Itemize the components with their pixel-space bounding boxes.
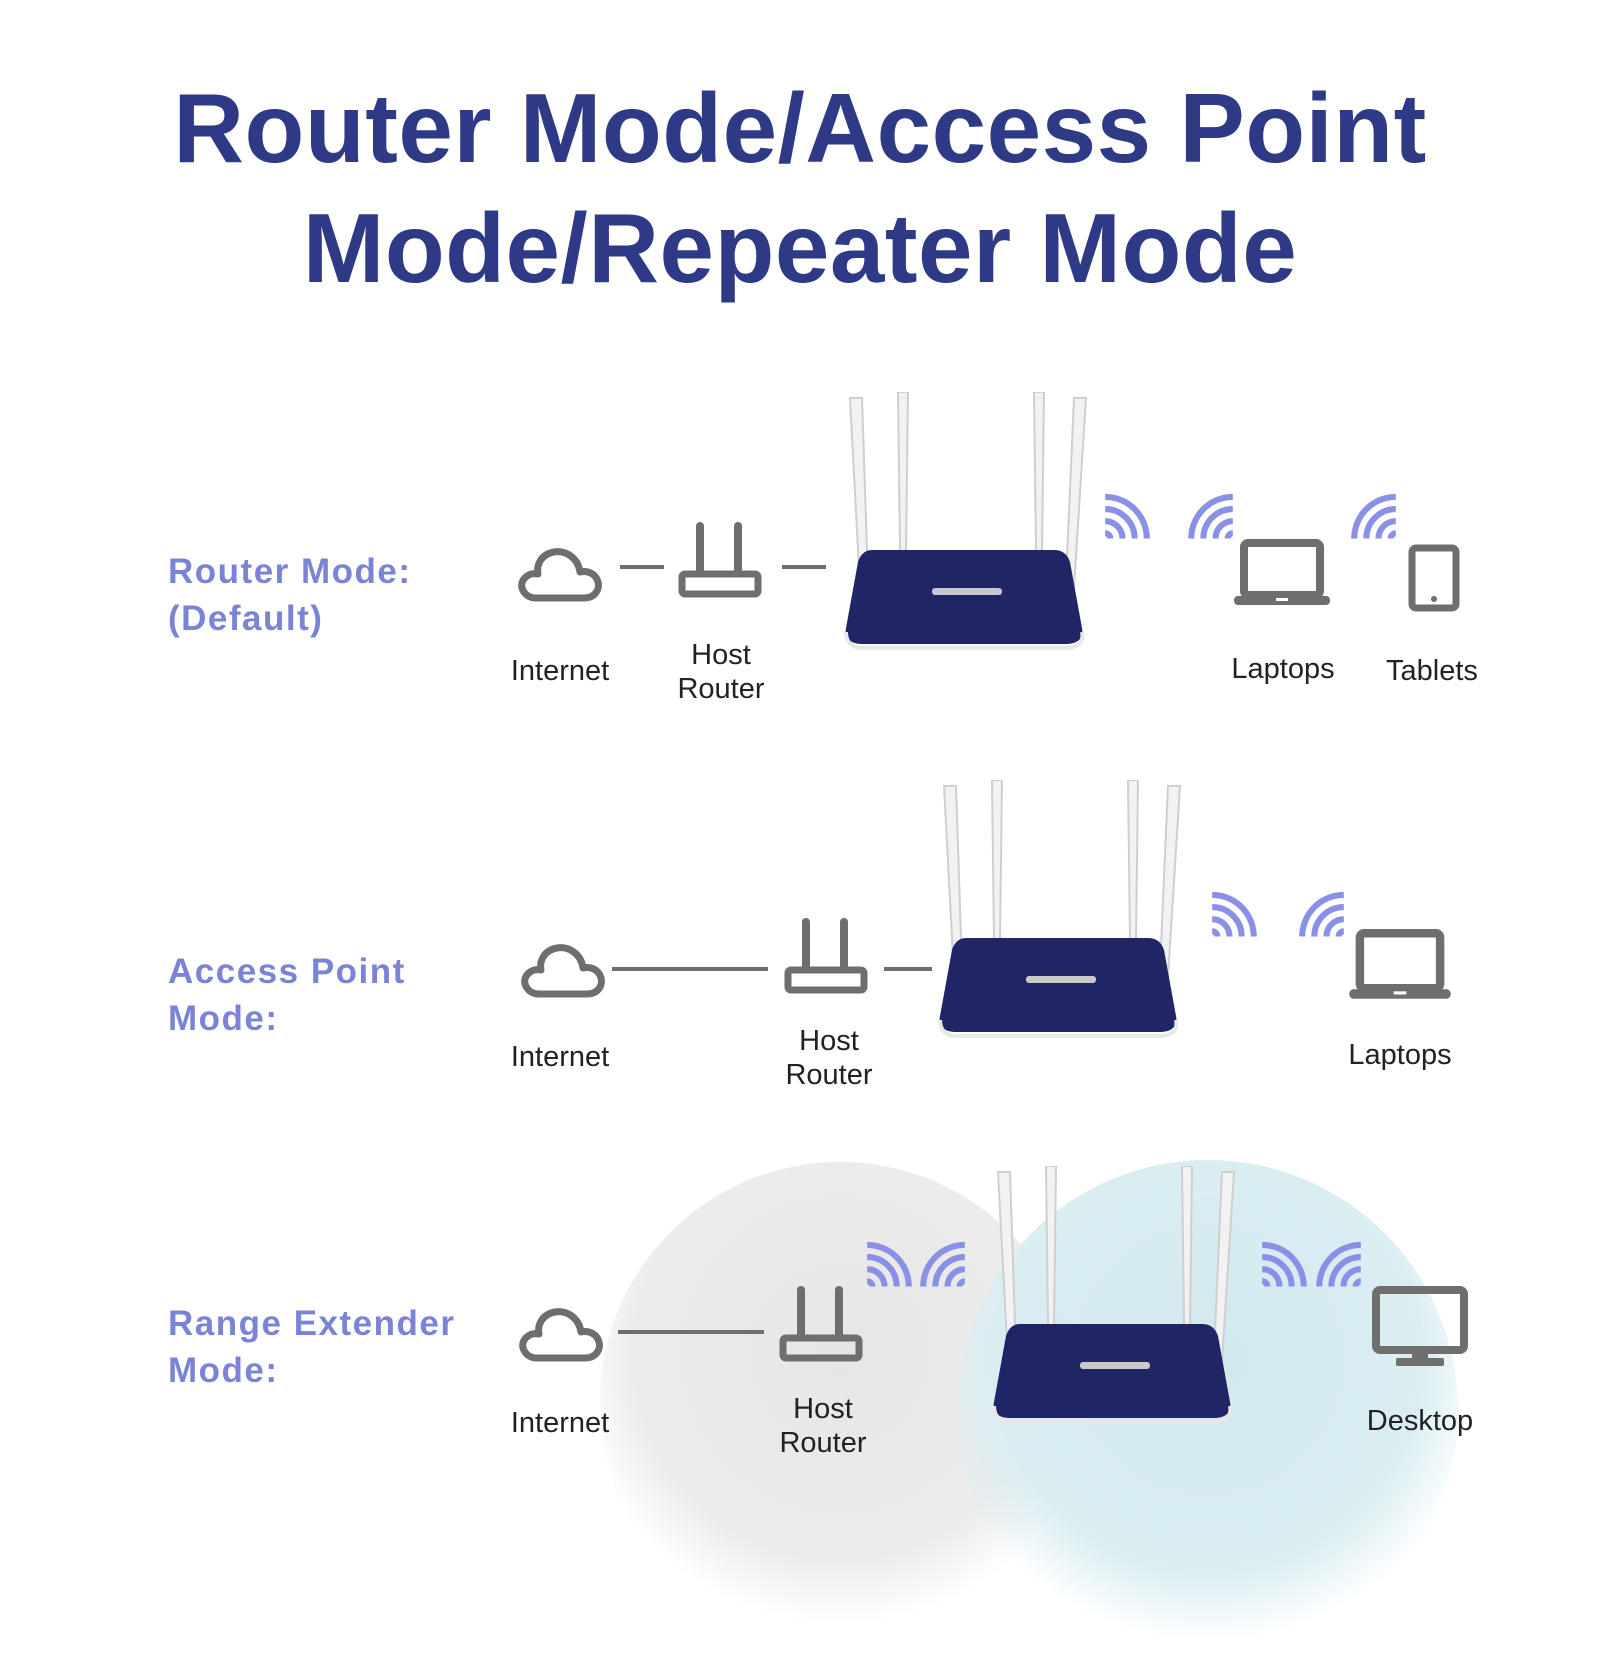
title-line-1: Router Mode/Access Point xyxy=(173,73,1427,183)
wifi-signal-icon xyxy=(1297,888,1349,940)
wifi-signal-icon xyxy=(1186,490,1238,542)
router-mode-label: Router Mode: (Default) xyxy=(168,548,412,642)
desktop-label: Desktop xyxy=(1366,1405,1474,1437)
wifi-signal-icon xyxy=(862,1238,914,1290)
wifi-signal-icon xyxy=(1100,490,1152,542)
wifi-signal-icon xyxy=(918,1238,970,1290)
title-line-2: Mode/Repeater Mode xyxy=(302,193,1298,303)
wavlink-router-image xyxy=(990,1166,1240,1426)
cloud-icon xyxy=(515,1302,605,1366)
connection-line xyxy=(618,1330,764,1334)
internet-label: Internet xyxy=(510,1041,610,1073)
internet-label: Internet xyxy=(510,655,610,687)
mode-label-line-2: Mode: xyxy=(168,999,279,1038)
connection-line xyxy=(620,565,664,569)
host-label-line-1: Host xyxy=(799,1025,859,1057)
wifi-signal-icon xyxy=(1349,490,1401,542)
laptop-icon xyxy=(1347,928,1453,1004)
host-label-line-1: Host xyxy=(793,1393,853,1425)
laptops-label: Laptops xyxy=(1231,653,1335,685)
cloud-icon xyxy=(517,938,607,1002)
mode-label-line-2: (Default) xyxy=(168,599,324,638)
connection-line xyxy=(884,967,932,971)
laptops-label: Laptops xyxy=(1348,1039,1452,1071)
host-router-label: Host Router xyxy=(641,638,801,706)
mode-label-line-1: Access Point xyxy=(168,952,406,991)
connection-line xyxy=(782,565,826,569)
host-router-icon xyxy=(676,522,766,602)
tablet-icon xyxy=(1407,544,1461,614)
wifi-signal-icon xyxy=(1207,888,1259,940)
connection-line xyxy=(612,967,768,971)
range-extender-mode-label: Range Extender Mode: xyxy=(168,1300,455,1394)
wifi-signal-icon xyxy=(1314,1238,1366,1290)
host-router-label: Host Router xyxy=(743,1392,903,1460)
access-point-mode-label: Access Point Mode: xyxy=(168,948,406,1042)
host-label-line-2: Router xyxy=(677,673,765,705)
host-label-line-1: Host xyxy=(691,639,751,671)
mode-label-line-1: Router Mode: xyxy=(168,552,412,591)
tablets-label: Tablets xyxy=(1386,655,1478,687)
cloud-icon xyxy=(514,542,604,606)
desktop-icon xyxy=(1370,1284,1470,1374)
host-router-icon xyxy=(777,1286,867,1366)
mode-label-line-1: Range Extender xyxy=(168,1304,456,1343)
host-label-line-2: Router xyxy=(785,1059,873,1091)
host-router-icon xyxy=(782,918,872,998)
wavlink-router-image xyxy=(842,392,1092,652)
host-router-label: Host Router xyxy=(749,1024,909,1092)
mode-label-line-2: Mode: xyxy=(168,1351,279,1390)
wavlink-router-image xyxy=(936,780,1186,1040)
wifi-signal-icon xyxy=(1257,1238,1309,1290)
page-title: Router Mode/Access Point Mode/Repeater M… xyxy=(0,68,1600,308)
internet-label: Internet xyxy=(510,1407,610,1439)
laptop-icon xyxy=(1232,538,1332,610)
host-label-line-2: Router xyxy=(779,1427,867,1459)
